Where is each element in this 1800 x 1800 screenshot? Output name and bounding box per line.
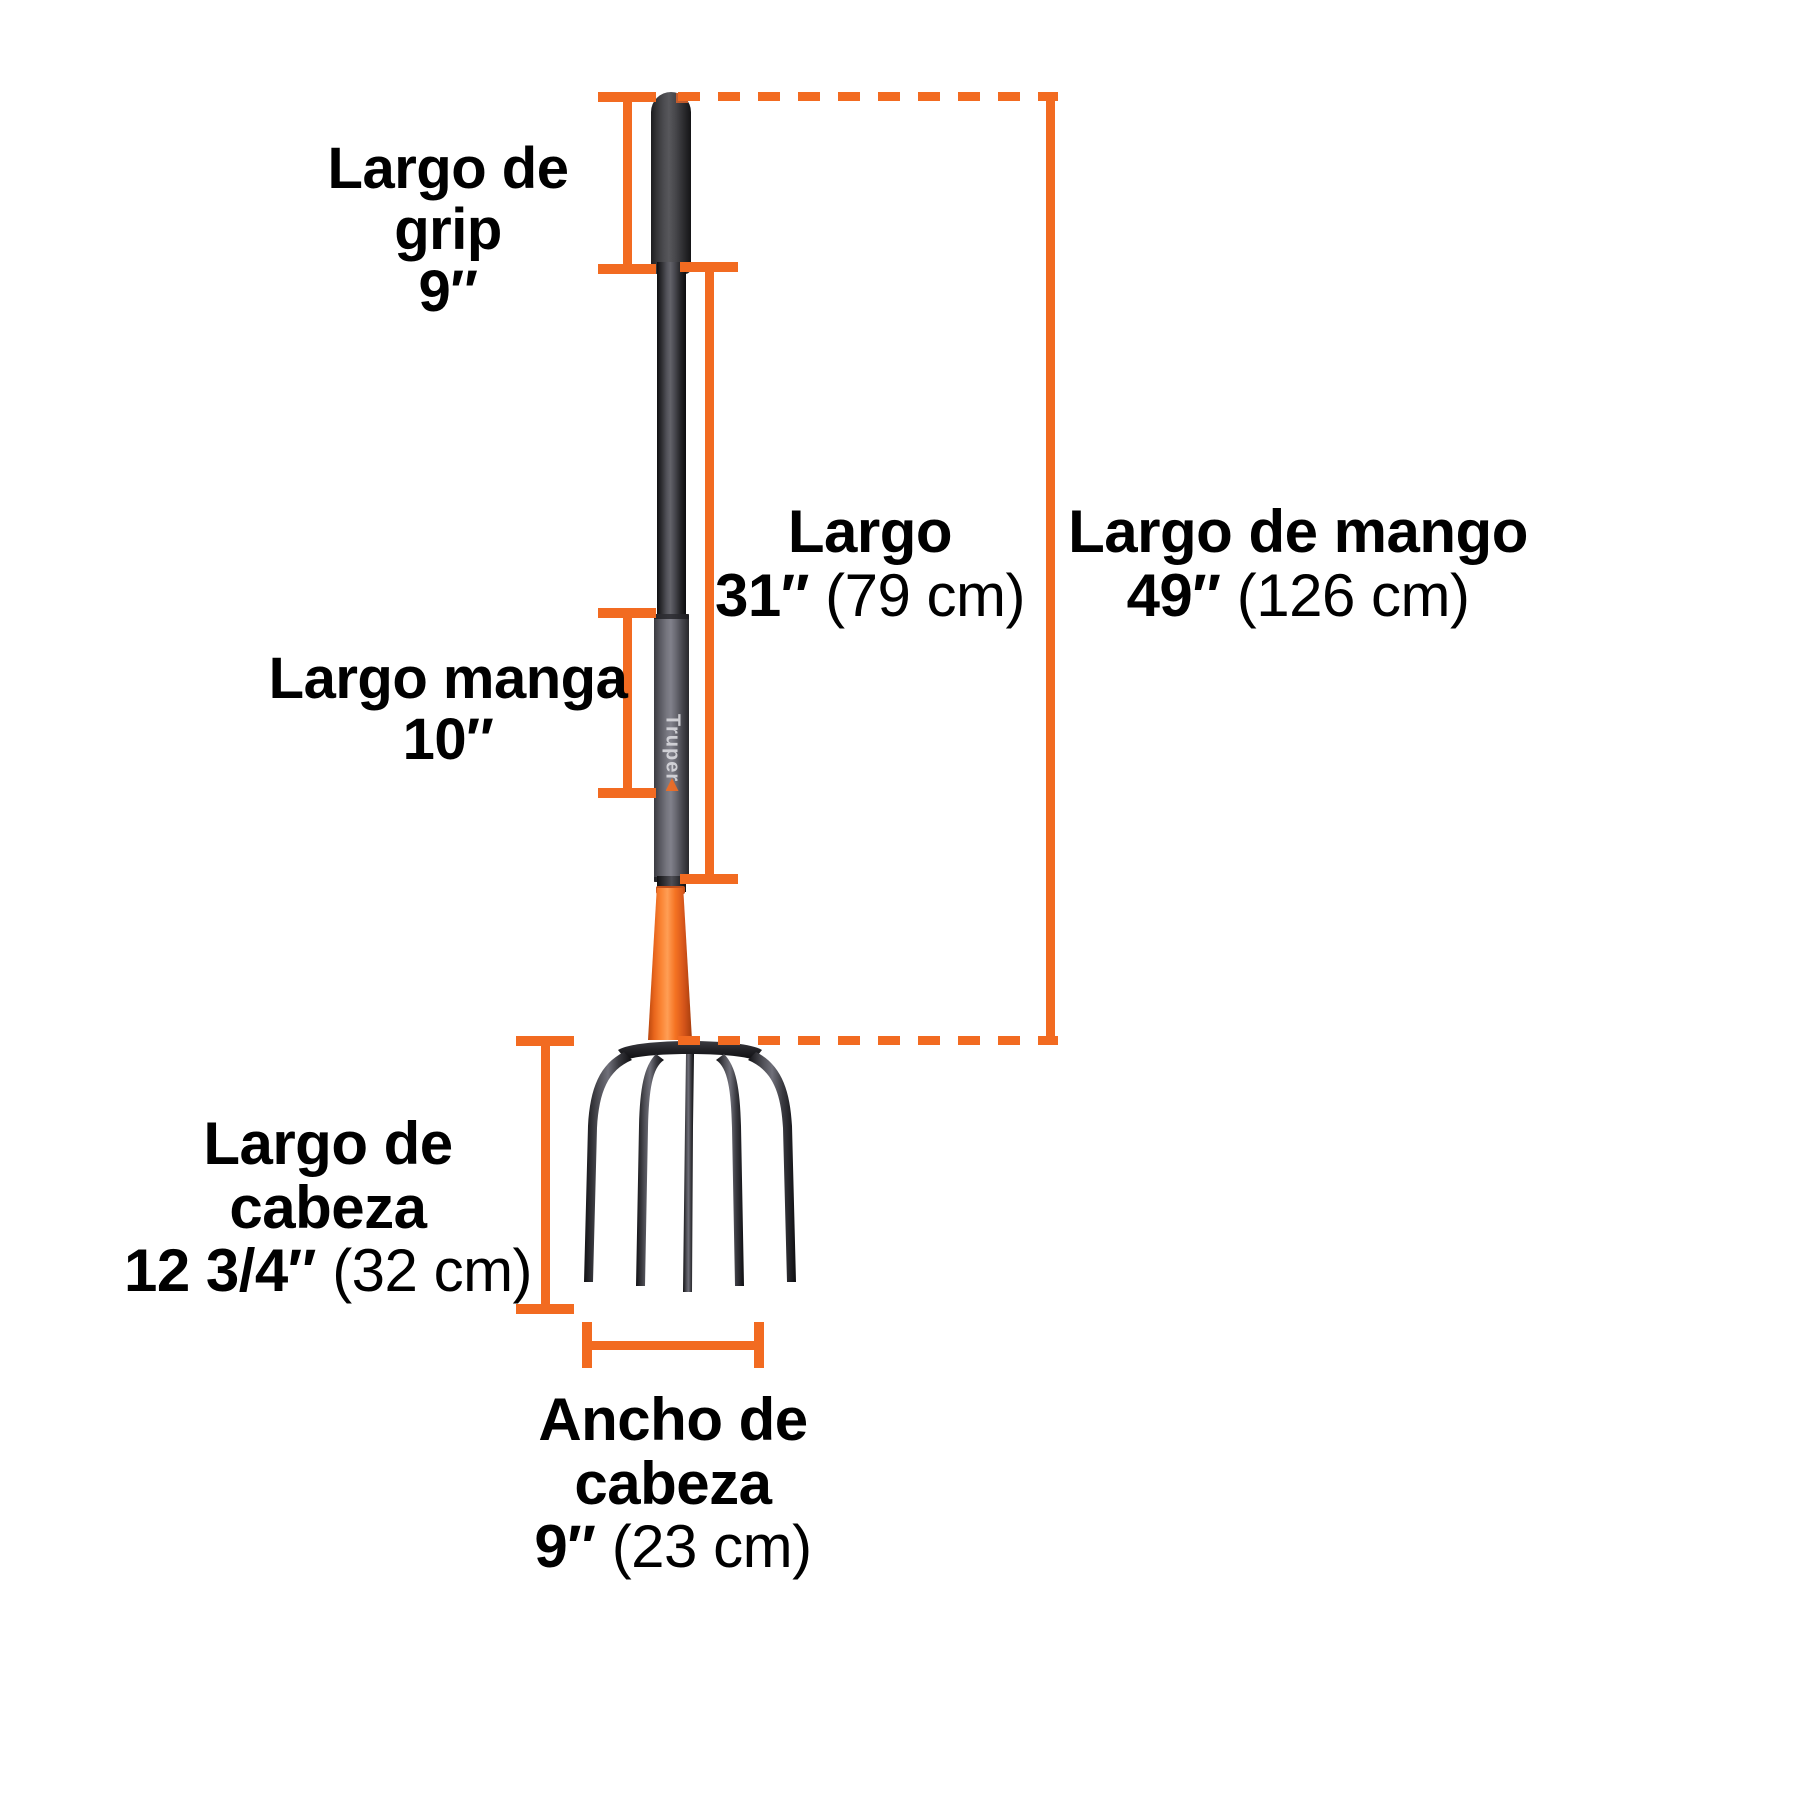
label-handle-length-value: 49″ (126 cm) <box>1126 561 1470 629</box>
sleeve-ring-top <box>654 614 689 619</box>
dimension-bar-head-width <box>582 1322 764 1368</box>
label-head-width-name: Ancho de cabeza <box>538 1386 808 1517</box>
dimension-cap-top <box>598 608 656 618</box>
label-length: Largo 31″ (79 cm) <box>700 500 1040 627</box>
dimension-cap-bottom <box>598 788 656 798</box>
dimension-cap-top <box>516 1036 574 1046</box>
dimension-bar-grip-length <box>598 92 656 274</box>
dimension-cap-top <box>680 262 738 272</box>
label-head-length-value: 12 3/4″ (32 cm) <box>123 1237 533 1305</box>
dimension-cap-left <box>582 1322 592 1368</box>
tine-3 <box>683 1054 694 1292</box>
dimension-cap-right <box>754 1322 764 1368</box>
dimension-bar-handle-length <box>1046 96 1055 1044</box>
dimension-bar-head-length <box>516 1036 574 1314</box>
label-length-name: Largo <box>787 498 953 565</box>
label-head-length-name: Largo de cabeza <box>203 1110 453 1241</box>
dimension-stem <box>582 1341 764 1350</box>
dimension-stem <box>623 608 632 798</box>
dimension-bar-sleeve-length <box>598 608 656 798</box>
label-sleeve-length-name: Largo manga <box>268 646 628 711</box>
leader-line-bottom <box>678 1036 1058 1045</box>
dimension-stem <box>623 92 632 274</box>
tine-5 <box>748 1052 796 1282</box>
leader-line-top <box>678 92 1058 101</box>
fork-head <box>584 1041 796 1292</box>
dimension-cap-bottom <box>680 874 738 884</box>
label-grip-length: Largo de grip 9″ <box>268 138 628 322</box>
tine-4 <box>716 1054 744 1286</box>
dimension-stem <box>541 1036 550 1314</box>
label-length-value: 31″ (79 cm) <box>714 561 1026 629</box>
label-sleeve-length: Largo manga 10″ <box>268 648 628 771</box>
dimension-stem <box>705 262 714 884</box>
dimension-bar-length <box>680 262 738 884</box>
label-handle-length: Largo de mango 49″ (126 cm) <box>1058 500 1538 627</box>
label-sleeve-length-value: 10″ <box>402 707 494 773</box>
tine-1 <box>584 1052 632 1282</box>
head-crown <box>618 1041 762 1060</box>
ferrule-socket <box>648 888 692 1040</box>
tine-2 <box>636 1054 664 1286</box>
label-head-length: Largo de cabeza 12 3/4″ (32 cm) <box>118 1112 538 1303</box>
label-handle-length-name: Largo de mango <box>1068 498 1528 565</box>
label-head-width-value: 9″ (23 cm) <box>534 1513 812 1581</box>
handle-shaft-upper <box>657 262 686 622</box>
dimension-cap-bottom <box>516 1304 574 1314</box>
label-grip-length-name: Largo de grip <box>327 136 569 263</box>
dimension-cap-top <box>598 92 656 102</box>
label-head-width: Ancho de cabeza 9″ (23 cm) <box>433 1388 913 1579</box>
grip-foam <box>651 92 691 274</box>
dimension-cap-bottom <box>598 264 656 274</box>
label-grip-length-value: 9″ <box>418 258 478 324</box>
